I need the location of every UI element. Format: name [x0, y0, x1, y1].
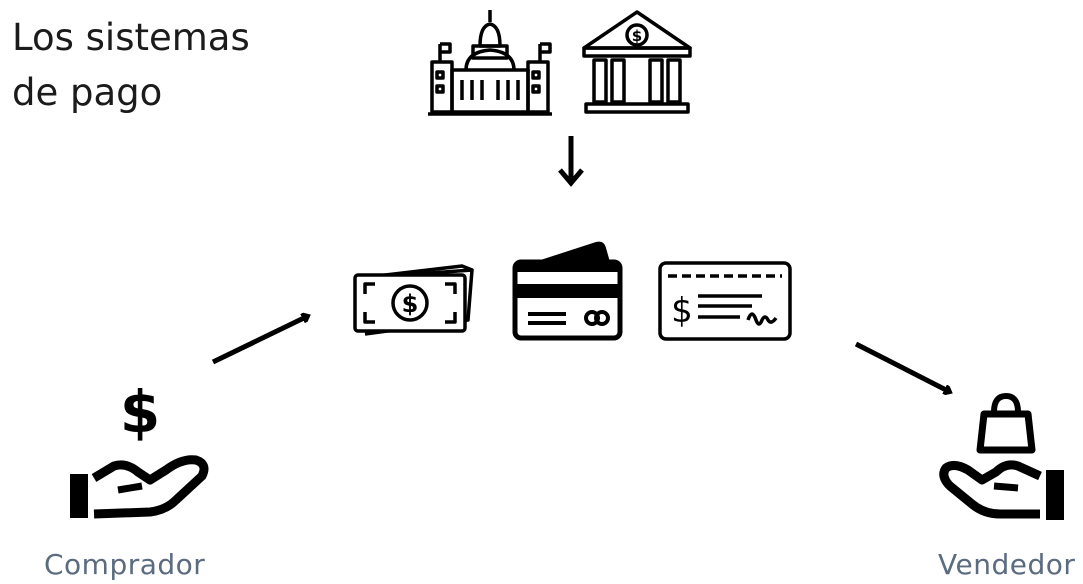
diagram-title-line-2: de pago	[12, 71, 163, 114]
svg-text:$: $	[671, 291, 693, 331]
hand-shopping-bag-icon	[939, 392, 1064, 520]
diagram-title-line-1: Los sistemas	[12, 16, 250, 59]
arrow-buyer-to-payment	[211, 316, 308, 365]
check-icon: $	[658, 261, 792, 341]
arrow-down	[558, 136, 584, 187]
credit-card-icon	[512, 241, 623, 341]
cash-icon: $	[353, 264, 474, 336]
svg-text:$: $	[120, 378, 160, 446]
hand-dollar-icon: $	[70, 378, 209, 519]
svg-text:$: $	[402, 290, 419, 318]
svg-text:$: $	[632, 27, 642, 45]
bank-icon: $	[582, 10, 692, 114]
capitol-icon	[428, 10, 552, 116]
arrow-payment-to-seller	[854, 341, 950, 392]
diagram-title: Los sistemas de pago	[12, 10, 250, 120]
seller-label: Vendedor	[938, 548, 1076, 581]
buyer-label: Comprador	[44, 548, 206, 581]
